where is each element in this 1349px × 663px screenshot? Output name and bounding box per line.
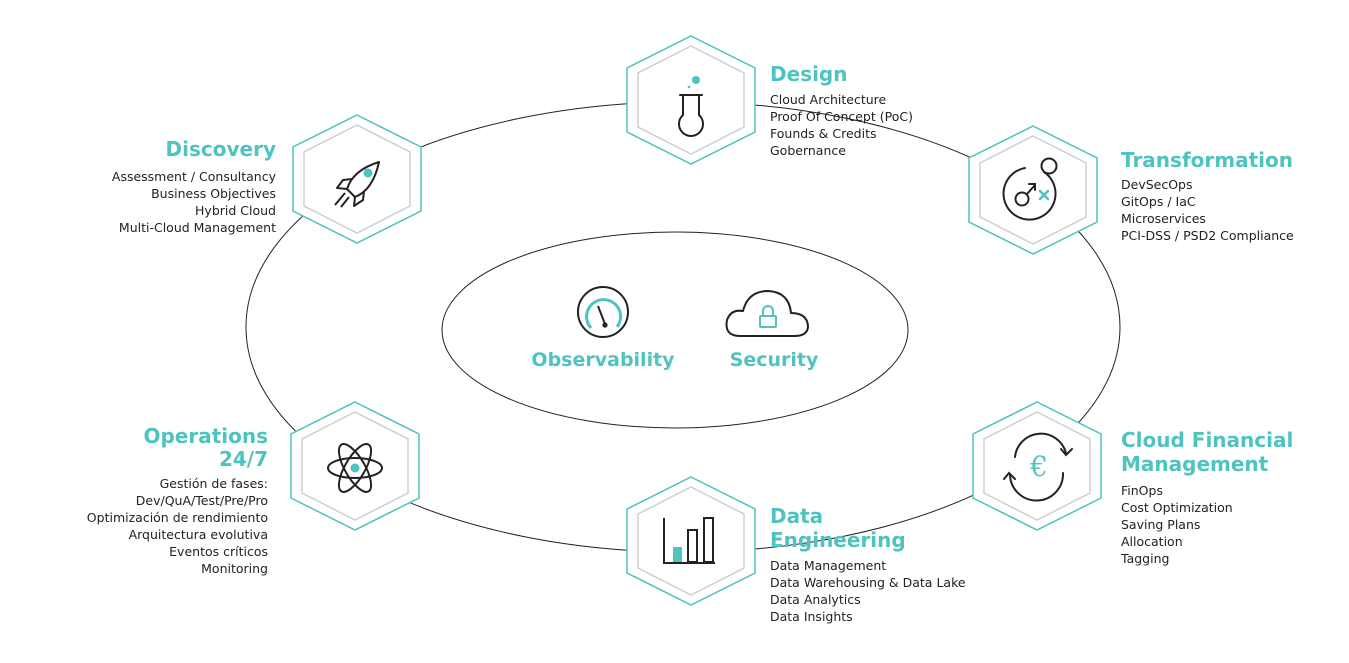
transformation-item: PCI-DSS / PSD2 Compliance [1121,228,1294,243]
bar-chart-icon [663,517,715,564]
cloud-lock-icon [725,290,809,337]
discovery-hexagon [292,114,422,244]
operations-item: Eventos críticos [169,544,268,559]
data-engineering-items: Data Management Data Warehousing & Data … [770,558,966,624]
operations-title-line2: 24/7 [219,447,268,471]
transformation-title: Transformation [1121,148,1293,172]
cloud-financial-hexagon [972,401,1102,531]
cloud-financial-item: Saving Plans [1121,517,1200,532]
transformation-item: DevSecOps [1121,177,1193,192]
svg-text:€: € [1029,450,1048,483]
data-engineering-hexagon [626,476,756,606]
security-label: Security [730,349,819,371]
discovery-item: Business Objectives [151,186,276,201]
data-engineering-item: Data Warehousing & Data Lake [770,575,966,590]
operations-item: Monitoring [201,561,268,576]
design-title: Design [770,62,847,86]
discovery-title: Discovery [166,137,276,161]
transformation-items: DevSecOps GitOps / IaC Microservices PCI… [1121,177,1294,243]
inner-core-ellipse [441,231,909,429]
operations-item: Gestión de fases: [160,476,268,491]
discovery-items: Assessment / Consultancy Business Object… [112,169,277,235]
design-item: Gobernance [770,143,846,158]
rocket-icon [334,161,380,208]
observability-label: Observability [531,349,675,371]
cloud-financial-title-line2: Management [1121,452,1269,476]
design-items: Cloud Architecture Proof Of Concept (PoC… [770,92,913,158]
operations-title-line1: Operations [143,424,268,448]
design-item: Founds & Credits [770,126,876,141]
transform-icon [1002,157,1058,221]
cloud-financial-title-line1: Cloud Financial [1121,428,1293,452]
data-engineering-title-line2: Engineering [770,528,906,552]
gauge-icon [577,286,629,338]
operations-item: Optimización de rendimiento [87,510,268,525]
cloud-financial-item: Cost Optimization [1121,500,1233,515]
cloud-financial-item: Allocation [1121,534,1183,549]
transformation-item: GitOps / IaC [1121,194,1196,209]
operations-item: Dev/QuA/Test/Pre/Pro [136,493,268,508]
flask-icon [678,76,704,137]
discovery-item: Hybrid Cloud [195,203,276,218]
data-engineering-item: Data Management [770,558,886,573]
design-item: Proof Of Concept (PoC) [770,109,913,124]
operations-item: Arquitectura evolutiva [129,527,268,542]
transformation-hexagon [968,125,1098,255]
data-engineering-item: Data Insights [770,609,853,624]
design-item: Cloud Architecture [770,92,887,107]
euro-cycle-icon: € [1003,432,1073,502]
data-engineering-item: Data Analytics [770,592,861,607]
data-engineering-title-line1: Data [770,504,823,528]
discovery-item: Multi-Cloud Management [119,220,276,235]
transformation-item: Microservices [1121,211,1206,226]
cloud-financial-item: Tagging [1120,551,1169,566]
atom-icon [327,443,383,493]
cloud-financial-items: FinOps Cost Optimization Saving Plans Al… [1120,483,1233,566]
discovery-item: Assessment / Consultancy [112,169,277,184]
design-hexagon [626,35,756,165]
operations-items: Gestión de fases: Dev/QuA/Test/Pre/Pro O… [87,476,268,576]
cloud-financial-item: FinOps [1121,483,1163,498]
